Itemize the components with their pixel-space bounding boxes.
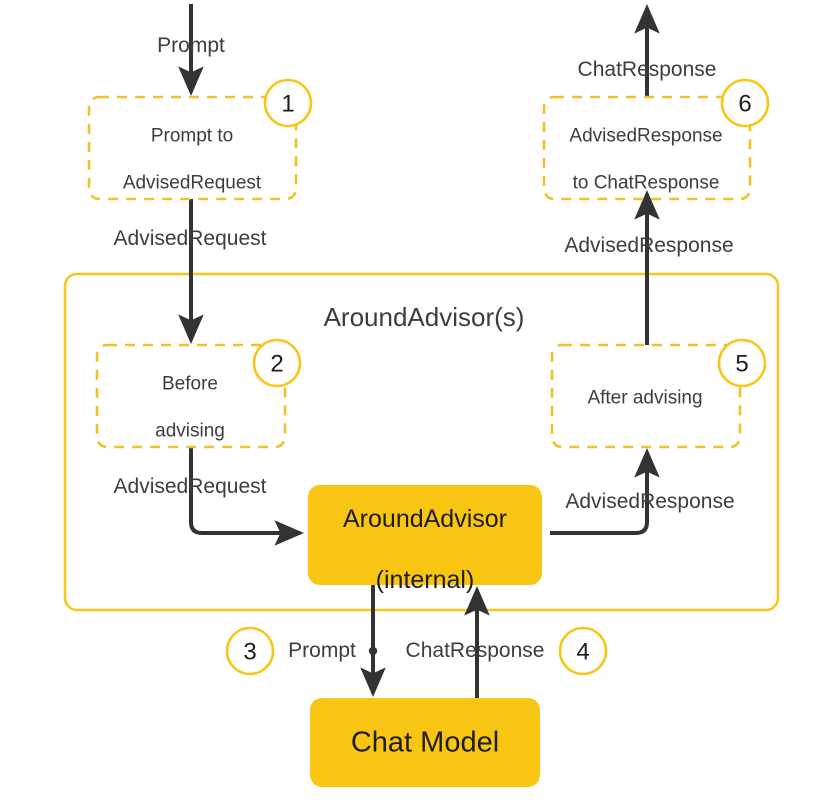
edge-advised-response-mid bbox=[550, 448, 660, 535]
solid-box-around-advisor-internal[interactable] bbox=[308, 485, 542, 585]
edge-advised-request-mid bbox=[189, 447, 304, 546]
step-circle-3 bbox=[225, 626, 275, 676]
step-circle-1 bbox=[263, 78, 313, 128]
step-circle-2 bbox=[252, 338, 302, 388]
step-circle-5 bbox=[717, 338, 767, 388]
dashed-box-before-advising bbox=[95, 343, 287, 449]
step-circle-4 bbox=[558, 626, 608, 676]
dashed-box-advised-response-to-chat-response bbox=[542, 95, 752, 201]
prompt-edge-dot bbox=[368, 646, 378, 656]
step-circle-6 bbox=[720, 78, 770, 128]
around-advisor-group-border bbox=[63, 272, 780, 612]
dashed-box-after-advising bbox=[550, 343, 742, 449]
solid-box-chat-model[interactable] bbox=[310, 698, 540, 787]
dashed-box-prompt-to-advised-request bbox=[87, 95, 298, 201]
